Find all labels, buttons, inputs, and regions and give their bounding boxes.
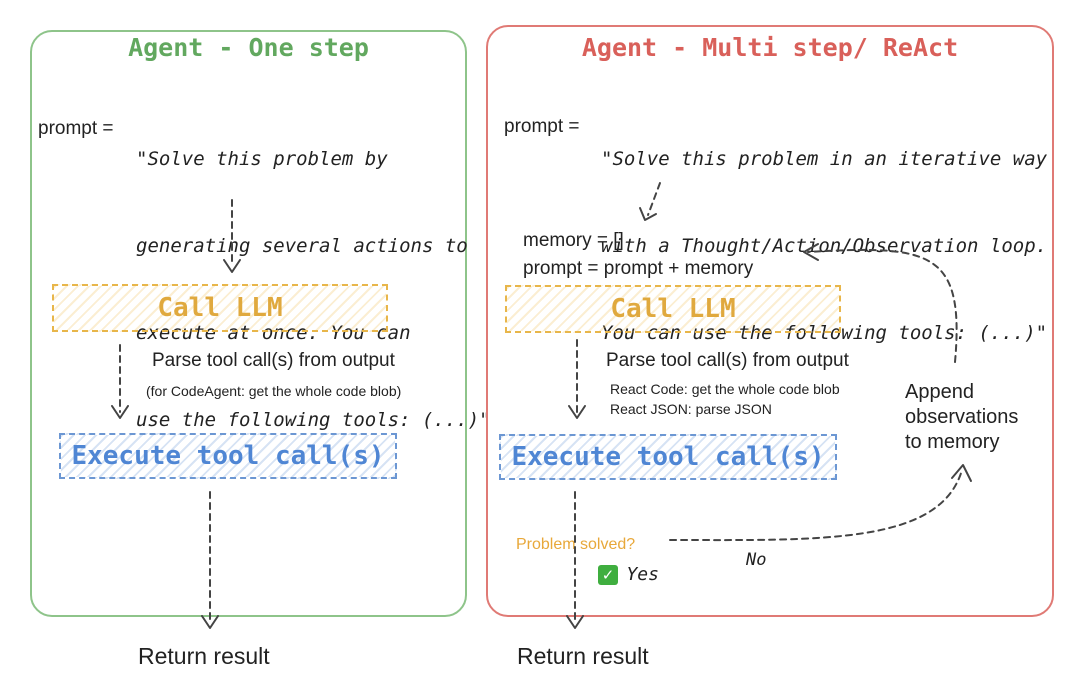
arrowhead [568,405,586,419]
right-return-result: Return result [517,643,649,669]
memory-init: memory = [] [523,230,624,251]
left-parse-note: (for CodeAgent: get the whole code blob) [146,383,402,399]
append-line: to memory [905,431,1000,453]
right-prompt-label: prompt = [504,116,580,137]
right-call-llm-label: Call LLM [610,294,736,324]
right-prompt-line: with a Thought/Action/Observation loop. [601,235,1048,257]
append-to-memory-arrow [807,248,958,363]
right-parse-note-json: React JSON: parse JSON [610,401,772,417]
left-prompt-text: "Solve this problem by generating severa… [136,87,491,464]
right-parse-note-code: React Code: get the whole code blob [610,381,840,397]
left-call-llm-box: Call LLM [52,284,388,332]
left-execute-box: Execute tool call(s) [59,433,397,479]
right-prompt-line: You can use the following tools: (...)" [601,322,1048,344]
check-mark-icon: ✓ [598,564,618,585]
append-line: observations [905,406,1019,428]
arrowhead [803,243,819,261]
arrowhead [951,464,972,482]
yes-label: Yes [626,564,659,585]
right-execute-box: Execute tool call(s) [499,434,837,480]
right-parse-label: Parse tool call(s) from output [606,350,849,371]
multi-step-title: Agent - Multi step/ ReAct [581,33,959,62]
left-prompt-line: execute at once. You can [136,322,411,344]
left-call-llm-label: Call LLM [157,293,283,323]
left-prompt-line: "Solve this problem by [136,148,388,170]
right-call-llm-box: Call LLM [505,285,841,333]
left-return-result: Return result [138,643,270,669]
right-execute-label: Execute tool call(s) [511,442,825,472]
multi-step-panel [486,25,1054,617]
arrowhead [566,615,584,629]
yes-branch: ✓ Yes [598,564,659,585]
left-prompt-line: use the following tools: (...)" [136,409,491,431]
arrowhead [111,405,129,419]
one-step-title: Agent - One step [128,33,369,62]
left-prompt-line: generating several actions to [136,235,468,257]
problem-solved-question: Problem solved? [516,536,636,553]
no-label: No [746,550,767,570]
left-prompt-label: prompt = [38,118,114,139]
left-parse-label: Parse tool call(s) from output [152,350,395,371]
arrowhead [639,207,657,221]
one-step-panel [30,30,467,617]
left-execute-label: Execute tool call(s) [71,441,385,471]
prompt-update: prompt = prompt + memory [523,258,754,279]
append-line: Append [905,381,974,403]
arrowhead [223,259,241,273]
append-observations-label: Append observations to memory [905,380,1018,455]
right-prompt-text: "Solve this problem in an iterative way … [601,87,1047,377]
arrowhead [201,615,219,629]
right-prompt-to-memory-arrow [647,182,661,216]
no-branch-arrow [669,469,963,542]
right-prompt-line: "Solve this problem in an iterative way [601,148,1048,170]
